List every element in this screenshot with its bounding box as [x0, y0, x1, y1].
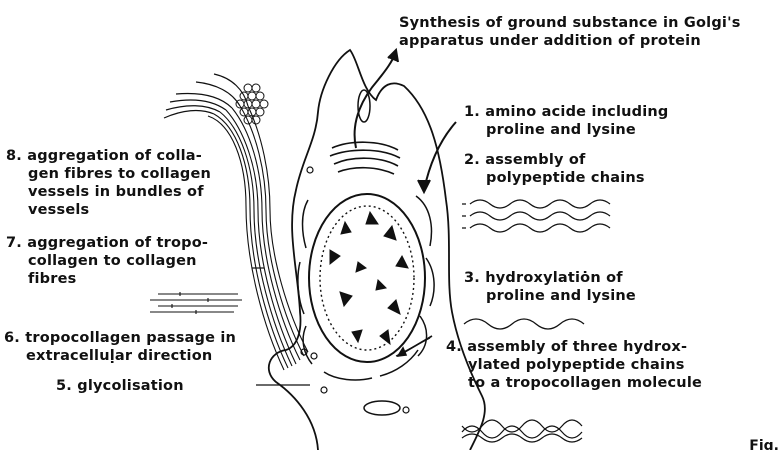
vesicle [403, 407, 409, 413]
step-1-label: 1. amino acide including proline and lys… [464, 103, 669, 139]
step-2-line2: polypeptide chains [464, 169, 645, 187]
step-4-line2: ylated polypeptide chains [446, 356, 702, 374]
nucleus-outer [309, 194, 425, 362]
amino-acid-arrow [424, 122, 456, 190]
step-8-line4: vessels [6, 201, 211, 219]
step-4-label: 4. assembly of three hydrox- ylated poly… [446, 338, 702, 392]
step-6-line1: 6. tropocollagen passage in [4, 329, 236, 347]
step-1-line1: 1. amino acide including [464, 103, 669, 121]
synthesis-caption: Synthesis of ground substance in Golgi's… [399, 14, 741, 50]
step-7-line2: collagen to collagen [6, 252, 208, 270]
leader-lines [252, 268, 430, 385]
tropocollagen-fibre-pattern [150, 292, 242, 314]
vesicle [307, 167, 313, 173]
step-6-label: 6. tropocollagen passage in extracelluḷ… [4, 329, 236, 365]
step-2-label: 2. assembly of polypeptide chains [464, 151, 645, 187]
step-5-label: 5. glycolisation [56, 377, 184, 395]
step-3-line1: 3. hydroxylatiȯn of [464, 269, 636, 287]
step-1-line2: proline and lysine [464, 121, 669, 139]
step-7-label: 7. aggregation of tropo- collagen to col… [6, 234, 208, 288]
step-2-line1: 2. assembly of [464, 151, 645, 169]
hydroxylated-chain [464, 319, 584, 329]
nucleus-inner [320, 206, 414, 350]
step-4-line1: 4. assembly of three hydrox- [446, 338, 702, 356]
step-7-line3: fibres [6, 270, 208, 288]
step-8-line2: gen fibres to collagen [6, 165, 211, 183]
synthesis-caption-line2: apparatus under addition of protein [399, 32, 741, 50]
vesicle [321, 387, 327, 393]
step-3-label: 3. hydroxylatiȯn of proline and lysine [464, 269, 636, 305]
step-5-line1: 5. glycolisation [56, 377, 184, 395]
step-4-line3: to a tropocollagen molecule [446, 374, 702, 392]
step-8-line1: 8. aggregation of colla- [6, 147, 211, 165]
chromatin [330, 212, 408, 344]
step-7-line1: 7. aggregation of tropo- [6, 234, 208, 252]
step-3-line2: proline and lysine [464, 287, 636, 305]
mitochondrion [364, 401, 400, 415]
step-8-label: 8. aggregation of colla- gen fibres to c… [6, 147, 211, 219]
figure-tag: Fig. [749, 438, 779, 450]
collagen-vessel-ends [164, 74, 248, 118]
step-6-line2: extracelluḷar direction [4, 347, 236, 365]
vesicle [311, 353, 317, 359]
golgi-apparatus [330, 142, 400, 174]
step-8-line3: vessels in bundles of [6, 183, 211, 201]
polypeptide-chains [462, 200, 610, 232]
synthesis-caption-line1: Synthesis of ground substance in Golgi's [399, 14, 741, 32]
